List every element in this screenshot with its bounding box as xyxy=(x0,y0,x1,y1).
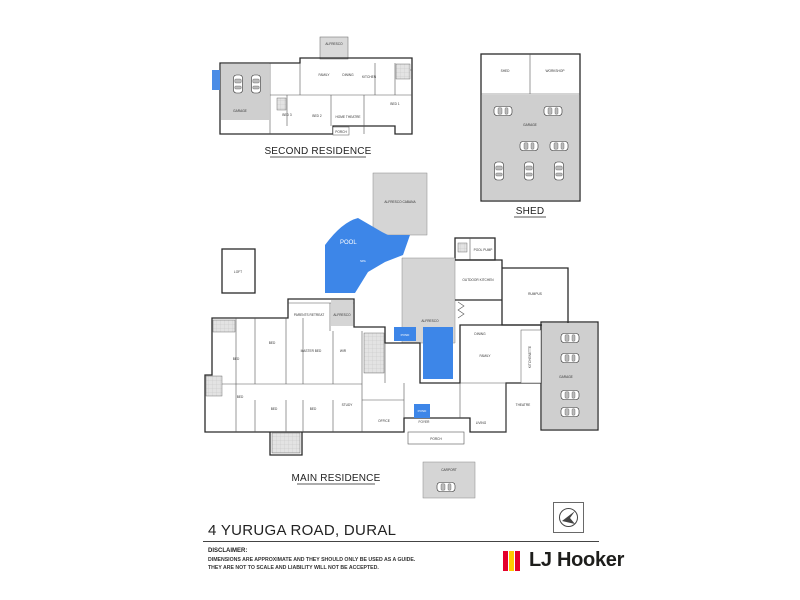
indoor-pond xyxy=(423,327,453,379)
second-bed3-label: BED 3 xyxy=(282,113,291,117)
office-label: OFFICE xyxy=(378,419,390,423)
rumpus-label: RUMPUS xyxy=(528,292,542,296)
second-alfresco-label: ALFRESCO xyxy=(325,42,343,46)
disclaimer-title: DISCLAIMER: xyxy=(208,548,248,554)
outdoor-kitchen-label: OUTDOOR KITCHEN xyxy=(462,278,494,282)
second-dining-label: DINING xyxy=(342,73,354,77)
bed1-label: BED xyxy=(310,407,317,411)
spa-label: SPA xyxy=(360,259,366,263)
shed-workshop-label: WORKSHOP xyxy=(546,69,565,73)
foyer-label: FOYER xyxy=(419,420,431,424)
disclaimer-line-2: THEY ARE NOT TO SCALE AND LIABILITY WILL… xyxy=(208,565,379,571)
master-bed-label: MASTER BED xyxy=(301,349,322,353)
main-garage-label: GARAGE xyxy=(559,375,573,379)
pond-1-label: POND xyxy=(401,333,411,337)
second-kitchen-label: KITCHEN xyxy=(362,75,377,79)
theatre-label: THEATRE xyxy=(516,403,531,407)
second-residence-title: SECOND RESIDENCE xyxy=(264,146,371,157)
alfresco-cabana-area xyxy=(372,172,428,236)
second-bed2-label: BED 2 xyxy=(312,114,321,118)
pond-2-label: POND xyxy=(418,409,428,413)
brand-name: LJ Hooker xyxy=(529,549,625,571)
living-label: LIVING xyxy=(476,421,487,425)
main-residence-walls xyxy=(204,298,542,456)
disclaimer-line-1: DIMENSIONS ARE APPROXIMATE AND THEY SHOU… xyxy=(208,557,416,563)
pool-pump-label: POOL PUMP xyxy=(474,248,493,252)
second-residence-walls xyxy=(219,57,413,135)
bed4-label: BED xyxy=(233,357,240,361)
second-theatre-label: HOME THEATRE xyxy=(335,115,360,119)
parents-retreat-label: PARENTS RETREAT xyxy=(294,313,324,317)
alfresco-main-label: ALFRESCO xyxy=(421,319,439,323)
second-garage-label: GARAGE xyxy=(233,109,247,113)
second-family-label: FAMILY xyxy=(318,73,330,77)
second-garage-floor xyxy=(221,64,269,120)
dining-label: DINING xyxy=(474,332,486,336)
second-alfresco-area xyxy=(319,36,349,60)
shed-garage-label: GARAGE xyxy=(523,123,537,127)
lj-hooker-mark-icon xyxy=(503,550,523,571)
shed-title: SHED xyxy=(516,206,545,217)
pond-2 xyxy=(414,404,430,418)
study-label: STUDY xyxy=(342,403,354,407)
property-address: 4 YURUGA ROAD, DURAL xyxy=(208,522,397,539)
cabana-label: ALFRESCO CABANA xyxy=(384,200,416,204)
north-compass-icon xyxy=(553,502,584,533)
second-garage-door-highlight xyxy=(212,70,220,90)
alfresco-main-slab xyxy=(401,257,456,344)
second-porch-label: PORCH xyxy=(335,130,347,134)
alfresco-small-label: ALFRESCO xyxy=(333,313,351,317)
carport xyxy=(422,461,476,499)
loft-label: LOFT xyxy=(234,270,242,274)
carport-label: CARPORT xyxy=(441,468,457,472)
second-bed1-label: BED 1 xyxy=(390,102,399,106)
pool-label: POOL xyxy=(340,240,357,246)
main-residence-title: MAIN RESIDENCE xyxy=(292,473,381,484)
shed-shed-label: SHED xyxy=(501,69,511,73)
wir-label: WIR xyxy=(340,349,347,353)
family-label: FAMILY xyxy=(479,354,491,358)
bed2-label: BED xyxy=(271,407,278,411)
bed3-label: BED xyxy=(269,341,276,345)
shed-plan: SHED WORKSHOP GARAGE SHED xyxy=(480,53,581,218)
address-divider xyxy=(203,541,599,542)
pool xyxy=(325,218,410,293)
second-residence-plan: ALFRESCO FAMILY DINING KITCHEN GARAGE BE… xyxy=(212,36,413,158)
bed5-label: BED xyxy=(237,395,244,399)
main-residence-plan: ALFRESCO CABANA POOL SPA LOFT POOL PUMP … xyxy=(204,172,599,499)
pond-1 xyxy=(394,327,416,341)
porch-label: PORCH xyxy=(430,437,442,441)
lj-hooker-logo: LJ Hooker xyxy=(503,549,624,572)
kitchenette-label: KITCHENETTE xyxy=(528,346,532,368)
